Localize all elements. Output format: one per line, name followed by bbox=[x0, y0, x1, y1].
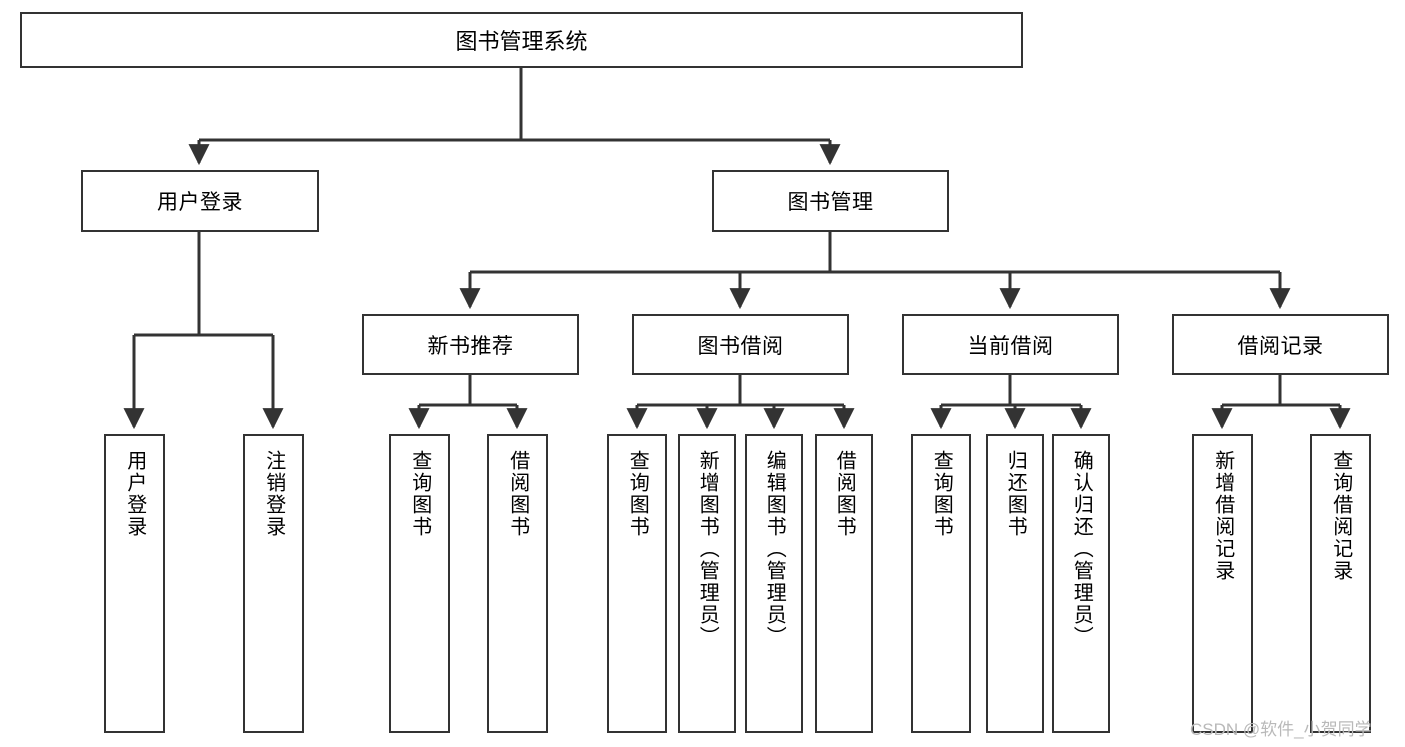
node-label: 用户登录 bbox=[157, 191, 243, 214]
node-book-borrow[interactable]: 图书借阅 bbox=[632, 314, 849, 375]
leaf-label: 注销登录 bbox=[262, 450, 285, 538]
node-label: 图书管理 bbox=[787, 191, 874, 214]
node-user-login[interactable]: 用户登录 bbox=[81, 170, 319, 232]
leaf-query-book-current[interactable]: 查询图书 bbox=[911, 434, 971, 733]
leaf-edit-book-admin[interactable]: 编辑图书（管理员） bbox=[745, 434, 803, 733]
leaf-label: 新增借阅记录 bbox=[1211, 450, 1234, 582]
leaf-label: 查询图书 bbox=[408, 450, 431, 538]
leaf-label: 新增图书（管理员） bbox=[696, 450, 719, 648]
leaf-label: 查询图书 bbox=[930, 450, 953, 538]
leaf-user-login[interactable]: 用户登录 bbox=[104, 434, 165, 733]
leaf-label: 借阅图书 bbox=[506, 450, 529, 538]
leaf-label: 借阅图书 bbox=[833, 450, 856, 538]
leaf-add-borrow-record[interactable]: 新增借阅记录 bbox=[1192, 434, 1253, 733]
node-book-management[interactable]: 图书管理 bbox=[712, 170, 949, 232]
node-label: 当前借阅 bbox=[967, 334, 1054, 358]
leaf-label: 用户登录 bbox=[123, 450, 146, 538]
node-borrow-record[interactable]: 借阅记录 bbox=[1172, 314, 1389, 375]
leaf-return-book[interactable]: 归还图书 bbox=[986, 434, 1044, 733]
leaf-label: 归还图书 bbox=[1004, 450, 1027, 538]
node-root-book-management-system[interactable]: 图书管理系统 bbox=[20, 12, 1023, 68]
leaf-borrow-book-newbook[interactable]: 借阅图书 bbox=[487, 434, 548, 733]
leaf-label: 编辑图书（管理员） bbox=[763, 450, 786, 648]
leaf-borrow-book[interactable]: 借阅图书 bbox=[815, 434, 873, 733]
leaf-query-book-borrow[interactable]: 查询图书 bbox=[607, 434, 667, 733]
leaf-label: 查询图书 bbox=[626, 450, 649, 538]
node-new-book-recommend[interactable]: 新书推荐 bbox=[362, 314, 579, 375]
node-label: 新书推荐 bbox=[427, 334, 514, 358]
leaf-add-book-admin[interactable]: 新增图书（管理员） bbox=[678, 434, 736, 733]
leaf-query-borrow-record[interactable]: 查询借阅记录 bbox=[1310, 434, 1371, 733]
node-current-borrow[interactable]: 当前借阅 bbox=[902, 314, 1119, 375]
node-label: 借阅记录 bbox=[1237, 334, 1324, 358]
leaf-label: 确认归还（管理员） bbox=[1070, 450, 1093, 648]
leaf-logout-login[interactable]: 注销登录 bbox=[243, 434, 304, 733]
leaf-query-book-newbook[interactable]: 查询图书 bbox=[389, 434, 450, 733]
node-label: 图书管理系统 bbox=[455, 29, 588, 54]
leaf-confirm-return-admin[interactable]: 确认归还（管理员） bbox=[1052, 434, 1110, 733]
node-label: 图书借阅 bbox=[697, 334, 784, 358]
leaf-label: 查询借阅记录 bbox=[1329, 450, 1352, 582]
